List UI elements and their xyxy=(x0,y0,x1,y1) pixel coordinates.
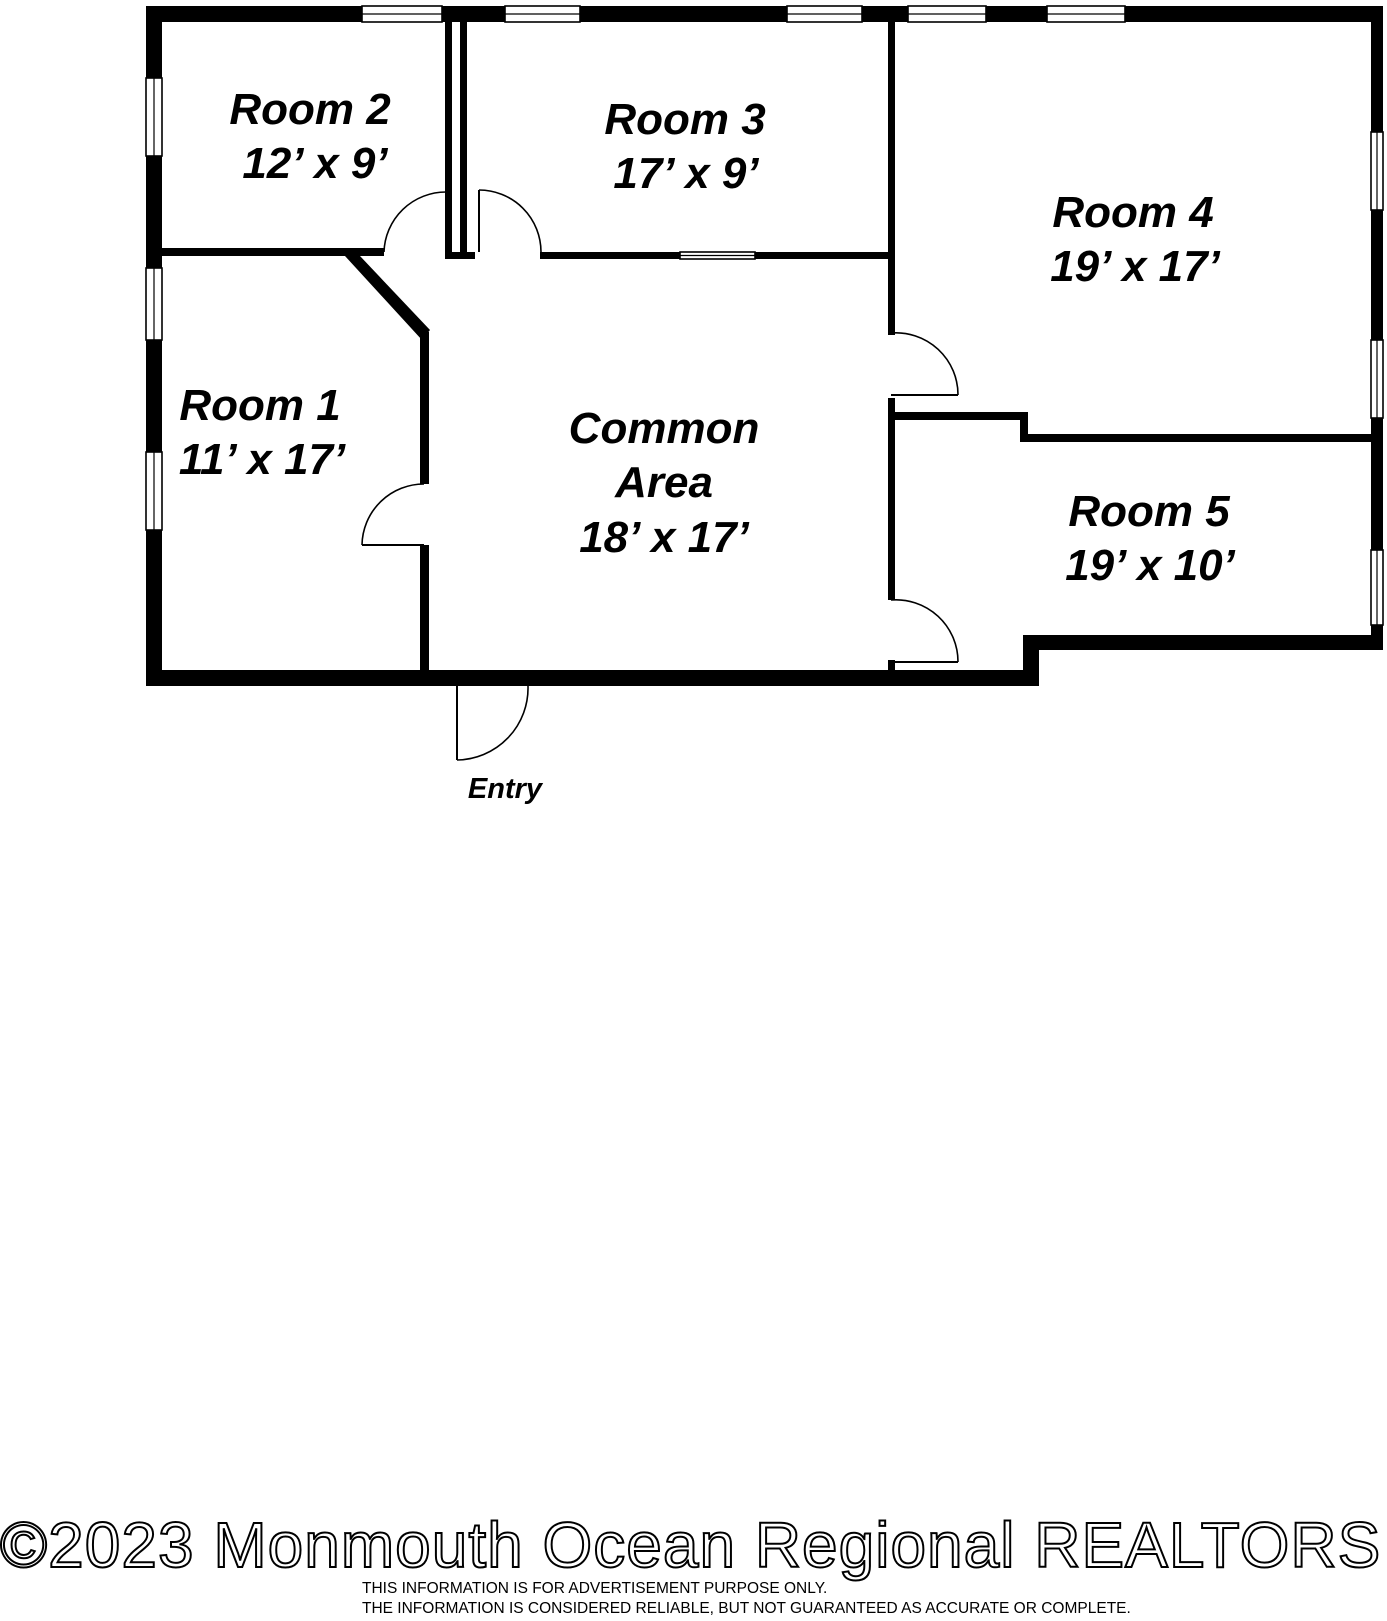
room-1-size: 11’ x 17’ xyxy=(179,435,346,484)
room-4-name: Room 4 xyxy=(1052,188,1213,237)
copyright-watermark: ©2023 Monmouth Ocean Regional REALTORS xyxy=(0,1508,1382,1582)
room-2-size: 12’ x 9’ xyxy=(242,139,388,188)
room-5-name: Room 5 xyxy=(1068,487,1230,536)
room-2-name: Room 2 xyxy=(229,85,391,134)
room-1-name: Room 1 xyxy=(179,381,340,430)
room-3-size: 17’ x 9’ xyxy=(613,149,759,198)
doors xyxy=(361,189,959,761)
entry-label: Entry xyxy=(468,773,544,805)
common-area-size: 18’ x 17’ xyxy=(579,513,749,562)
walls xyxy=(146,6,1383,686)
windows xyxy=(145,5,1384,626)
common-area-line1: Common xyxy=(569,404,760,453)
room-labels: Room 2 12’ x 9’ Room 3 17’ x 9’ Room 4 1… xyxy=(179,85,1236,805)
room-5-size: 19’ x 10’ xyxy=(1065,541,1235,590)
room-4-size: 19’ x 17’ xyxy=(1050,242,1220,291)
room-3-name: Room 3 xyxy=(604,95,765,144)
disclaimer-line-2: THE INFORMATION IS CONSIDERED RELIABLE, … xyxy=(362,1600,1131,1617)
common-area-line2: Area xyxy=(614,458,713,507)
disclaimer-line-1: THIS INFORMATION IS FOR ADVERTISEMENT PU… xyxy=(362,1580,828,1597)
